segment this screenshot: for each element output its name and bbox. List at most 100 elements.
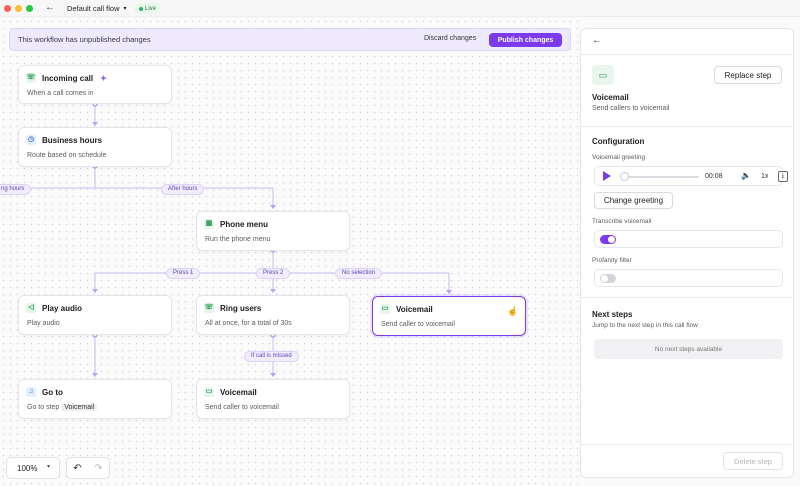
minimize-window-dot[interactable]: [15, 4, 22, 12]
node-subtitle: Send caller to voicemail: [381, 321, 455, 328]
audio-progress-knob[interactable]: [620, 172, 629, 181]
audio-progress-track[interactable]: [623, 176, 699, 178]
step-subtitle: Send callers to voicemail: [592, 105, 670, 112]
node-phone-menu[interactable]: ▦ Phone menu Run the phone menu: [196, 211, 350, 251]
node-title: Business hours: [42, 135, 103, 145]
edge-label-no-selection[interactable]: No selection: [335, 268, 383, 279]
download-icon[interactable]: ⤓: [778, 171, 788, 182]
phone-incoming-icon: ☏: [26, 73, 36, 83]
sparkle-icon: ✦: [100, 73, 107, 83]
close-window-dot[interactable]: [4, 4, 11, 12]
replace-step-button[interactable]: Replace step: [714, 66, 782, 84]
step-chip: Voicemail: [61, 404, 98, 411]
audio-time: 00:08: [705, 173, 723, 180]
edge-label-press1[interactable]: Press 1: [166, 268, 201, 279]
next-steps-subtitle: Jump to the next step in this call flow: [592, 322, 698, 329]
step-details-panel: ← ▭ Replace step Voicemail Send callers …: [580, 28, 794, 478]
change-greeting-button[interactable]: Change greeting: [594, 192, 673, 209]
hand-cursor-icon: ☝: [507, 306, 519, 316]
node-title: Ring users: [220, 303, 262, 313]
window-controls: [4, 4, 33, 12]
transcribe-label: Transcribe voicemail: [592, 218, 652, 225]
node-ring-users[interactable]: ☏ Ring users All at once, for a total of …: [196, 295, 350, 335]
node-subtitle: All at once, for a total of 30s: [205, 320, 292, 327]
node-subtitle: Send caller to voicemail: [205, 404, 279, 411]
divider: [581, 444, 793, 445]
edge-label-during-hours[interactable]: ng hours: [0, 184, 32, 195]
divider: [581, 297, 793, 298]
back-arrow-icon[interactable]: ←: [45, 2, 55, 13]
edge-label-after-hours[interactable]: After hours: [161, 184, 205, 195]
node-title: Phone menu: [220, 219, 269, 229]
voicemail-icon: ▭: [204, 387, 214, 397]
keypad-icon: ▦: [204, 219, 214, 229]
arrowhead: [270, 289, 276, 293]
profanity-toggle[interactable]: [600, 274, 616, 283]
voicemail-icon: ▭: [592, 65, 614, 85]
play-icon[interactable]: [603, 171, 611, 181]
configuration-heading: Configuration: [592, 137, 645, 146]
arrowhead: [92, 289, 98, 293]
volume-icon[interactable]: 🔈: [741, 171, 751, 180]
flow-canvas[interactable]: This workflow has unpublished changes Di…: [0, 18, 578, 486]
node-voicemail-selected[interactable]: ▭ Voicemail Send caller to voicemail: [372, 296, 526, 336]
back-arrow-icon[interactable]: ←: [592, 35, 602, 46]
playback-speed[interactable]: 1x: [761, 173, 769, 180]
node-incoming-call[interactable]: ☏Incoming call✦ When a call comes in: [18, 65, 172, 104]
live-dot-icon: [139, 6, 143, 11]
next-steps-heading: Next steps: [592, 310, 633, 319]
arrowhead: [270, 373, 276, 377]
profanity-label: Profanity filter: [592, 257, 632, 264]
delete-step-button[interactable]: Delete step: [723, 452, 783, 470]
node-title: Play audio: [42, 303, 83, 313]
transcribe-field: [594, 230, 783, 248]
node-subtitle: Run the phone menu: [205, 236, 271, 243]
arrowhead: [92, 122, 98, 126]
window-titlebar: ← Default call flow ▾ Live: [0, 0, 800, 17]
node-title: Voicemail: [396, 304, 433, 314]
redo-icon[interactable]: ↷: [94, 462, 103, 474]
node-subtitle: When a call comes in: [27, 90, 94, 97]
greeting-label: Voicemail greeting: [592, 154, 646, 161]
discard-changes-button[interactable]: Discard changes: [424, 35, 477, 42]
node-title: Go to: [42, 387, 63, 397]
unpublished-banner: This workflow has unpublished changes Di…: [9, 28, 571, 51]
flow-name-dropdown[interactable]: Default call flow ▾: [67, 4, 127, 13]
node-voicemail[interactable]: ▭ Voicemail Send caller to voicemail: [196, 379, 350, 419]
flow-name: Default call flow: [67, 4, 120, 13]
banner-message: This workflow has unpublished changes: [18, 35, 151, 44]
node-go-to[interactable]: ♫Go to Go to step Voicemail: [18, 379, 172, 419]
edge-label-missed[interactable]: If call is missed: [244, 351, 299, 362]
node-title: Voicemail: [220, 387, 257, 397]
divider: [581, 126, 793, 127]
voicemail-icon: ▭: [380, 304, 390, 314]
phone-ring-icon: ☏: [204, 303, 214, 313]
toggle-knob: [601, 275, 608, 282]
chevron-down-icon: ▾: [47, 464, 51, 470]
node-business-hours[interactable]: ◷ Business hours Route based on schedule: [18, 127, 172, 167]
divider: [581, 54, 793, 55]
zoom-dropdown[interactable]: 100% ▾: [6, 457, 60, 479]
undo-redo-group: ↶ ↷: [66, 457, 110, 479]
chevron-down-icon: ▾: [123, 6, 127, 12]
node-subtitle: Route based on schedule: [27, 152, 107, 159]
edge-label-press2[interactable]: Press 2: [256, 268, 291, 279]
node-play-audio[interactable]: ◁ Play audio Play audio: [18, 295, 172, 335]
profanity-field: [594, 269, 783, 287]
zoom-level: 100%: [17, 463, 38, 473]
maximize-window-dot[interactable]: [26, 4, 33, 12]
undo-icon[interactable]: ↶: [73, 462, 82, 474]
step-title: Voicemail: [592, 93, 629, 102]
clock-icon: ◷: [26, 135, 36, 145]
status-badge: Live: [134, 3, 162, 14]
status-badge-label: Live: [145, 5, 157, 12]
toggle-knob: [608, 236, 615, 243]
node-subtitle: Go to step Voicemail: [27, 404, 98, 411]
speaker-icon: ◁: [26, 303, 36, 313]
goto-prefix: Go to step: [27, 404, 60, 411]
publish-changes-button[interactable]: Publish changes: [489, 33, 562, 47]
arrowhead: [92, 373, 98, 377]
transcribe-toggle[interactable]: [600, 235, 616, 244]
node-subtitle: Play audio: [27, 320, 60, 327]
arrowhead: [446, 290, 452, 294]
